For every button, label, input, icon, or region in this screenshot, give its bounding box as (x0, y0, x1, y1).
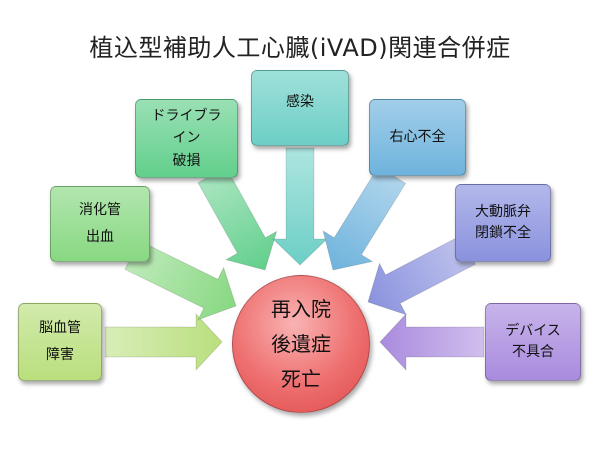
node-stroke: 脳血管 障害 (18, 303, 102, 381)
center-outcome-circle: 再入院 後遺症 死亡 (232, 275, 370, 413)
node-label-line: 障害 (46, 347, 74, 363)
node-label-line: 不具合 (512, 344, 554, 360)
arrow-driveline (197, 166, 278, 271)
node-infection: 感染 (251, 70, 349, 146)
node-label-line: 破損 (172, 152, 201, 169)
node-label-line: 感染 (286, 94, 314, 110)
arrow-aortic-valve (367, 235, 477, 316)
center-label-line: 再入院 (271, 296, 331, 321)
arrow-device (379, 312, 485, 372)
node-device: デバイス 不具合 (485, 303, 581, 381)
node-rv-failure: 右心不全 (369, 99, 466, 176)
node-aortic-valve: 大動脈弁 閉鎖不全 (455, 184, 551, 262)
diagram-title: 植込型補助人工心臓(iVAD)関連合併症 (89, 34, 511, 62)
node-label-line: ドライブラ (151, 107, 222, 124)
node-label-line: 右心不全 (389, 129, 446, 146)
arrow-infection (271, 147, 329, 266)
center-label-line: 後遺症 (271, 331, 331, 356)
node-gi-bleed: 消化管 出血 (50, 186, 150, 262)
node-label-line: 大動脈弁 (475, 204, 531, 220)
arrow-gi-bleed (124, 239, 237, 321)
center-label-line: 死亡 (281, 366, 321, 391)
arrow-rv-failure (322, 165, 407, 271)
node-label-line: イン (172, 130, 201, 147)
node-label-line: 消化管 (79, 202, 121, 219)
arrow-stroke (104, 312, 223, 372)
node-label-line: デバイス (505, 323, 561, 339)
node-driveline: ドライブラ イン 破損 (135, 99, 238, 178)
node-label-line: 脳血管 (39, 320, 81, 337)
node-label-line: 出血 (86, 229, 114, 245)
node-label-line: 閉鎖不全 (475, 225, 531, 241)
